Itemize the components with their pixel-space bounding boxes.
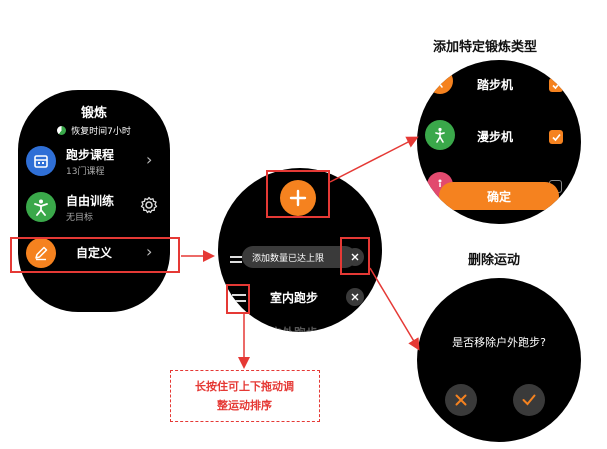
gear-icon[interactable] <box>140 196 158 218</box>
list-item-label: 漫步机 <box>477 130 514 144</box>
walker-icon <box>425 120 455 150</box>
checkbox-checked[interactable] <box>549 130 563 144</box>
list-item-label: 室内跑步 <box>270 291 319 305</box>
list-item-label: 踏步机 <box>477 78 514 92</box>
heading-add-type: 添加特定锻炼类型 <box>433 40 538 55</box>
list-item-free-training[interactable]: 自由训练 无目标 <box>18 188 170 228</box>
list-item-sublabel: 13门课程 <box>66 167 105 177</box>
recovery-status: 恢复时间7小时 <box>18 120 170 139</box>
drag-handle-icon[interactable] <box>230 256 242 263</box>
remove-icon[interactable] <box>346 288 364 306</box>
drag-handle-icon[interactable] <box>232 294 246 302</box>
confirm-label: 确定 <box>486 190 511 204</box>
list-item-label: 自定义 <box>76 246 113 260</box>
list-item-label: 自由训练 <box>66 194 115 208</box>
highlight-drag-handle <box>226 284 250 314</box>
confirm-check-button[interactable] <box>513 384 545 416</box>
watch-delete-confirm: 是否移除户外跑步? <box>417 278 581 442</box>
confirm-button[interactable]: 确定 <box>439 182 559 210</box>
arrow-remove-to-delete <box>369 267 420 351</box>
add-button[interactable] <box>280 180 316 216</box>
page-title: 锻炼 <box>80 106 107 121</box>
person-icon <box>26 192 56 222</box>
heading-delete: 删除运动 <box>468 253 521 268</box>
recovery-text: 恢复时间7小时 <box>71 127 131 137</box>
watch-workout-list: 锻炼 恢复时间7小时 跑步课程 13门课程 › 自由训练 无目标 自定义 › <box>18 90 170 312</box>
calendar-icon <box>26 146 56 176</box>
close-icon[interactable] <box>346 248 364 266</box>
list-item-label: 跑步课程 <box>66 148 115 162</box>
list-item-label-partial: 户外跑步 <box>270 324 318 332</box>
chevron-right-icon: › <box>146 242 153 261</box>
cancel-button[interactable] <box>445 384 477 416</box>
watch-add-type: 踏步机 漫步机 确定 <box>417 60 581 224</box>
checkbox-checked[interactable] <box>549 78 563 92</box>
annotation-box: 长按住可上下拖动调 整运动排序 <box>170 370 320 422</box>
watch-edit-list: 添加数量已达上限 室内跑步 户外跑步 <box>218 168 382 332</box>
list-item-custom[interactable]: 自定义 › <box>18 236 170 272</box>
toast: 添加数量已达上限 <box>242 246 356 268</box>
list-item-sublabel: 无目标 <box>66 213 94 223</box>
annotation-line1: 长按住可上下拖动调 <box>195 380 294 393</box>
annotation-line2: 整运动排序 <box>217 399 272 412</box>
list-item-running-courses[interactable]: 跑步课程 13门课程 › <box>18 142 170 182</box>
highlight-custom <box>10 237 180 273</box>
pencil-icon <box>26 238 56 268</box>
highlight-remove <box>340 237 370 275</box>
toast-text: 添加数量已达上限 <box>252 254 325 264</box>
dialog-question: 是否移除户外跑步? <box>452 336 546 349</box>
chevron-right-icon: › <box>146 150 153 169</box>
arrow-add-to-type <box>329 136 419 183</box>
highlight-add-button <box>266 170 330 218</box>
recovery-icon <box>57 126 67 135</box>
stepper-icon <box>427 68 453 94</box>
